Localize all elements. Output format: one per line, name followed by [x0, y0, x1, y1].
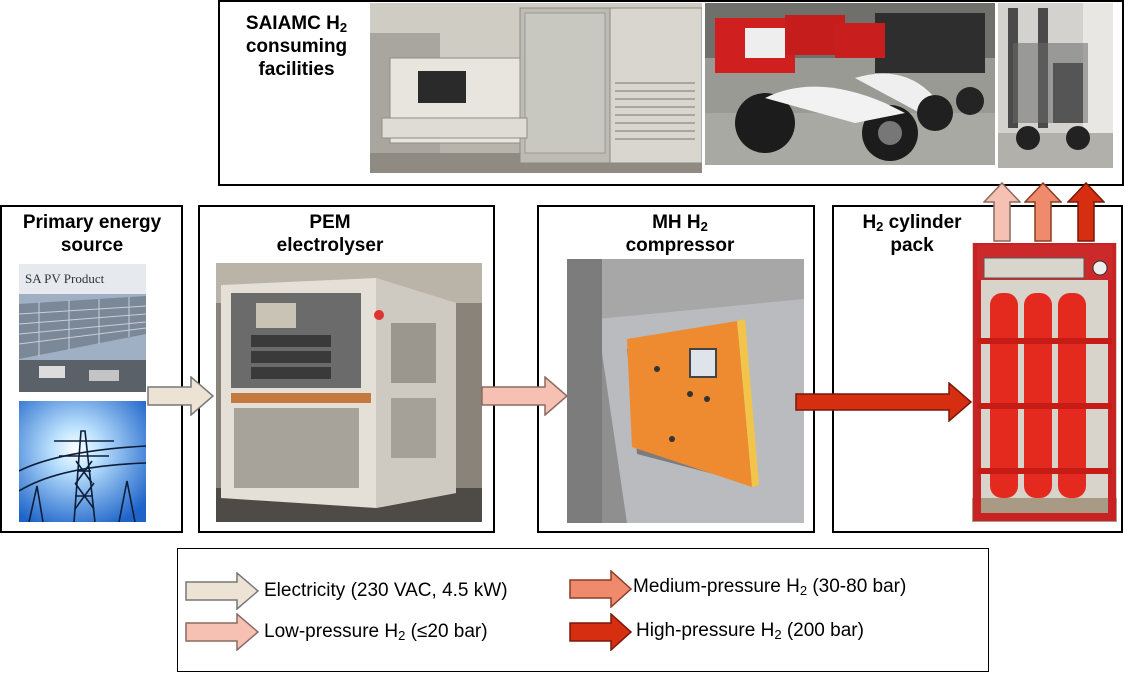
medium-pressure-up-arrow	[1024, 182, 1062, 242]
legend-low-pressure-arrow	[185, 613, 260, 651]
legend-low-pressure-label: Low-pressure H2 (≤20 bar)	[264, 621, 488, 643]
pv-label: SA PV Product	[25, 271, 105, 286]
forklift-photo	[998, 3, 1113, 168]
legend-electricity-label: Electricity (230 VAC, 4.5 kW)	[264, 580, 508, 601]
scooters-photo	[705, 3, 995, 165]
power-pylon-photo	[19, 401, 146, 522]
test-station-photo	[370, 3, 702, 173]
pem-electrolyser-photo	[216, 263, 482, 522]
legend-box	[177, 548, 989, 672]
low-pressure-up-arrow	[983, 182, 1021, 242]
legend-electricity-arrow	[185, 572, 260, 610]
legend-high-pressure-label: High-pressure H2 (200 bar)	[636, 620, 864, 642]
high-pressure-up-arrow	[1067, 182, 1105, 242]
cylinder-pack-photo	[972, 243, 1117, 522]
pv-array-photo: SA PV Product	[19, 264, 146, 392]
legend-medium-pressure-arrow	[569, 570, 633, 608]
low-pressure-arrow	[481, 376, 569, 416]
electricity-arrow	[147, 376, 215, 416]
consuming-facilities-title: SAIAMC H2 consuming facilities	[245, 13, 348, 80]
legend-medium-pressure-label: Medium-pressure H2 (30-80 bar)	[633, 576, 907, 598]
legend-high-pressure-arrow	[569, 613, 633, 651]
mh-compressor-photo	[567, 259, 804, 523]
high-pressure-arrow	[795, 382, 973, 422]
